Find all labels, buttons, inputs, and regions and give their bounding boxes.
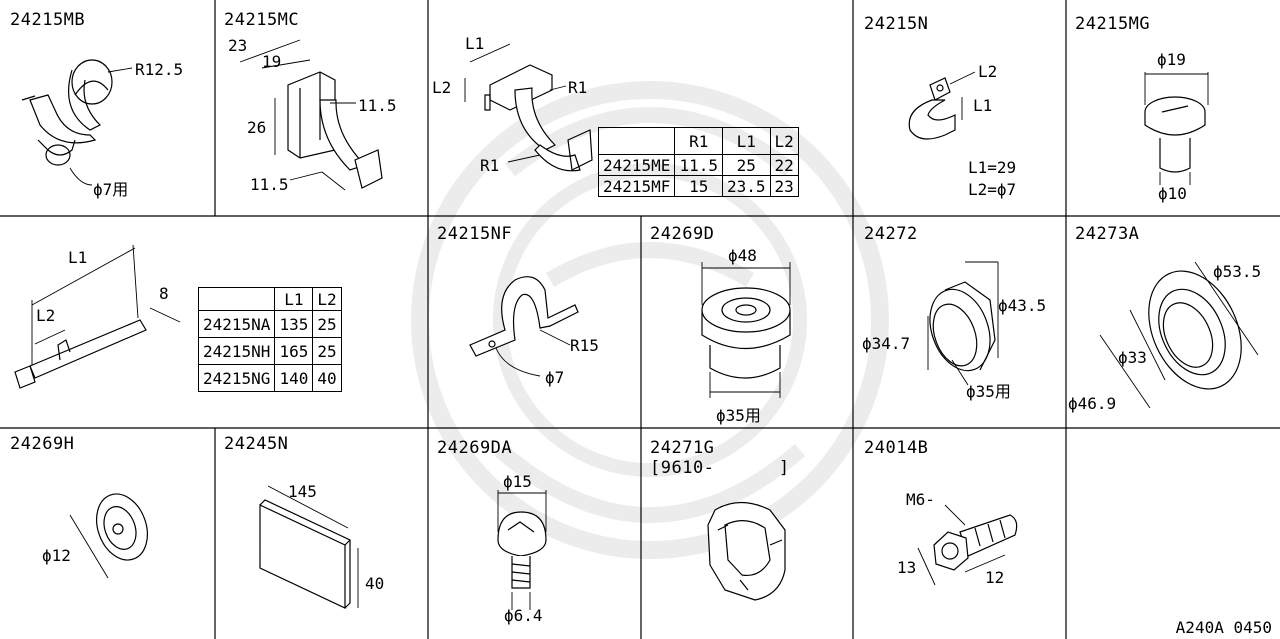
clamp-24215NF-drawing [469,276,579,377]
part-number: 24269D [650,224,715,244]
dim-radius: R12.5 [135,60,184,79]
plug-24269DA-drawing [497,490,547,610]
grommet-24269D-drawing [701,262,791,398]
dim-use-diameter: ϕ35用 [716,406,761,425]
table-row: 24215NA 135 25 [197,310,342,338]
dim-r1-bottom: R1 [480,156,500,175]
part-number: 24273A [1075,224,1140,244]
dim-l2: L2 [978,62,998,81]
grommet-24269H-drawing [69,493,148,579]
dim-diameter-48: ϕ48 [728,246,757,265]
table-row: 24215ME 11.5 25 22 [597,154,799,176]
table-header: L1 [274,287,314,311]
part-number: 24215MG [1075,14,1151,34]
date-range: [9610- ] [650,458,790,478]
dim-19: 19 [262,52,282,71]
table-row: 24215MF 15 23.5 23 [597,175,799,197]
part-number: 24269H [10,434,75,454]
dim-8: 8 [159,284,169,303]
dim-diameter-53-5: ϕ53.5 [1213,262,1262,281]
dim-l1: L1 [68,248,88,267]
part-number: 24271G [650,438,715,458]
dim-13: 13 [897,558,917,577]
dim-11-5-bottom: 11.5 [250,175,289,194]
grommet-24271G-drawing [707,501,786,601]
dim-thread-m6: M6- [906,490,935,509]
part-number: 24269DA [437,438,513,458]
spec-table-24215NA: L1 L2 24215NA 135 25 24215NH 165 25 2421… [197,287,342,392]
table-header: L2 [312,287,342,311]
dim-diameter-6-4: ϕ6.4 [504,606,543,625]
clip-24215ME-drawing [464,43,593,172]
dim-l2: L2 [432,78,452,97]
dim-diameter-33: ϕ33 [1118,348,1147,367]
grommet-24272-drawing [927,261,999,386]
dim-40: 40 [365,574,385,593]
part-number: 24215N [864,14,929,34]
dim-diameter-43-5: ϕ43.5 [998,296,1047,315]
table-header: R1 [674,127,723,155]
note-l1: L1=29 [968,158,1017,177]
clip-24215N-drawing [908,71,976,140]
dim-26: 26 [247,118,267,137]
dim-use-diameter: ϕ7用 [93,180,129,199]
dim-use-diameter: ϕ35用 [966,382,1011,401]
dim-diameter-34-7: ϕ34.7 [862,334,911,353]
grommet-24273A-drawing [1099,261,1259,409]
dim-l2: L2 [36,306,56,325]
dim-diameter-19: ϕ19 [1157,50,1186,69]
clip-24215MB-drawing [21,59,133,186]
note-l2: L2=ϕ7 [968,180,1017,199]
part-number: 24215NF [437,224,513,244]
dim-diameter-12: ϕ12 [42,546,71,565]
table-header: L2 [769,127,799,155]
tie-24215NA-drawing [14,244,181,389]
part-number: 24215MB [10,10,86,30]
dim-diameter-10: ϕ10 [1158,184,1187,203]
dim-r1-top: R1 [568,78,588,97]
dim-diameter-15: ϕ15 [503,472,532,491]
bolt-24014B-drawing [917,504,1018,586]
table-row: 24215NH 165 25 [197,337,342,365]
dim-12: 12 [985,568,1005,587]
part-number: 24014B [864,438,929,458]
part-number: 24245N [224,434,289,454]
table-corner [597,127,676,155]
grommet-24215MG-drawing [1144,72,1209,185]
clip-24215MC-drawing [239,39,383,191]
dim-diameter: ϕ7 [545,368,565,387]
dim-11-5-top: 11.5 [358,96,397,115]
part-number: 24272 [864,224,918,244]
spec-table-24215ME: R1 L1 L2 24215ME 11.5 25 22 24215MF 15 2… [597,127,799,197]
table-row: 24215NG 140 40 [197,364,342,392]
diagram-reference-code: A240A 0450 [1175,618,1272,637]
dim-l1: L1 [973,96,993,115]
pad-24245N-drawing [259,485,359,609]
dim-145: 145 [288,482,317,501]
dim-23: 23 [228,36,248,55]
part-number: 24215MC [224,10,300,30]
dim-diameter-46-9: ϕ46.9 [1068,394,1117,413]
dim-l1: L1 [465,34,485,53]
table-header: L1 [721,127,771,155]
dim-radius: R15 [570,336,599,355]
